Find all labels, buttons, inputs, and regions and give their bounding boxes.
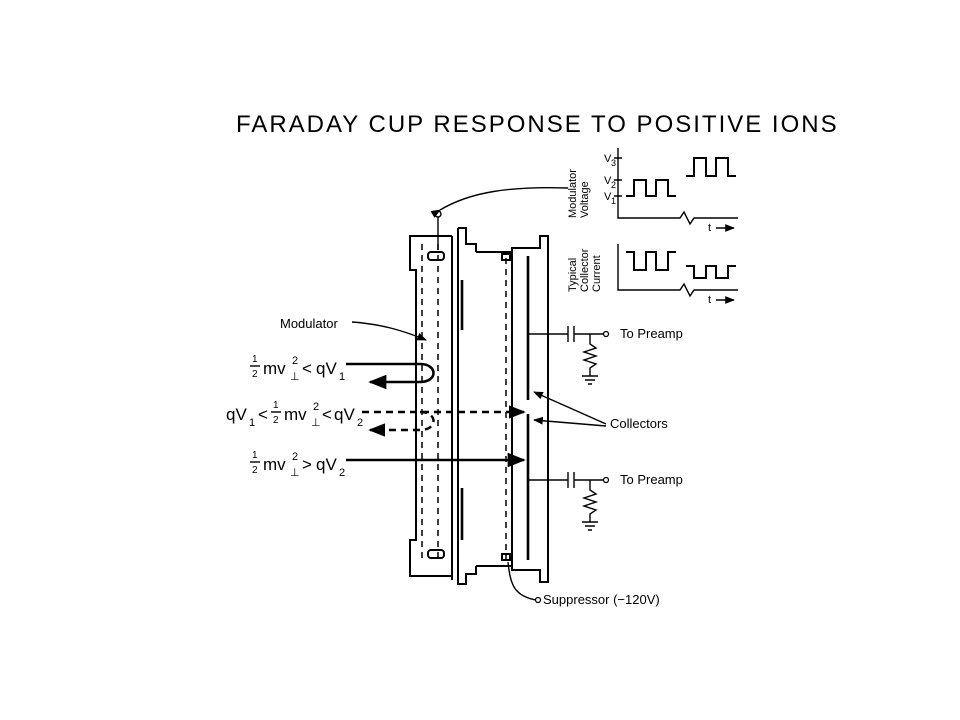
modulator-leader <box>351 321 427 341</box>
diagram-title: FARADAY CUP RESPONSE TO POSITIVE IONS <box>236 111 839 138</box>
svg-text:mv: mv <box>263 455 286 474</box>
condition-collected: 1 2 mv ⊥ 2 > qV 2 <box>250 450 345 479</box>
preamp-circuit-bottom <box>528 472 610 531</box>
suppressor-lead <box>507 561 542 604</box>
svg-text:V: V <box>604 175 612 187</box>
svg-text:mv: mv <box>263 359 286 378</box>
svg-text:2: 2 <box>339 467 345 479</box>
to-preamp-label-top: To Preamp <box>620 326 683 341</box>
preamp-circuit-top <box>528 326 610 385</box>
collectors-label: Collectors <box>610 416 668 431</box>
svg-text:Current: Current <box>591 255 603 292</box>
svg-text:>: > <box>302 455 312 474</box>
svg-text:2: 2 <box>357 417 363 429</box>
svg-text:t: t <box>708 222 711 234</box>
svg-text:1: 1 <box>273 400 279 411</box>
svg-text:2: 2 <box>611 180 616 190</box>
collectors-leader-upper <box>533 391 607 425</box>
ion-trajectory-reflected <box>346 362 435 390</box>
svg-text:V: V <box>604 153 612 165</box>
svg-text:1: 1 <box>339 371 345 383</box>
modulator-slot-bottom <box>427 549 445 559</box>
modulator-voltage-waveform: Modulator Voltage V 3 V 2 V 1 t <box>567 148 738 234</box>
svg-text:⊥: ⊥ <box>311 417 321 429</box>
modulator-slot-top <box>427 251 445 261</box>
svg-text:<: < <box>322 405 332 424</box>
svg-text:2: 2 <box>313 401 319 413</box>
condition-reflected: 1 2 mv ⊥ 2 < qV 1 <box>250 354 345 383</box>
svg-text:2: 2 <box>273 415 279 426</box>
condition-modulated: qV 1 < 1 2 mv ⊥ 2 < qV 2 <box>226 400 363 429</box>
svg-text:<: < <box>302 359 312 378</box>
svg-text:mv: mv <box>284 405 307 424</box>
svg-text:Voltage: Voltage <box>579 181 591 218</box>
ion-trajectory-modulated <box>362 405 526 437</box>
suppressor-label: Suppressor (−120V) <box>543 592 660 607</box>
svg-text:2: 2 <box>292 451 298 463</box>
svg-text:1: 1 <box>252 450 258 461</box>
svg-text:1: 1 <box>611 196 616 206</box>
svg-text:1: 1 <box>249 417 255 429</box>
svg-text:⊥: ⊥ <box>290 467 300 479</box>
svg-text:Typical: Typical <box>567 258 579 292</box>
faraday-cup-body <box>409 227 549 585</box>
collector-current-waveform: Typical Collector Current t <box>567 244 738 306</box>
svg-text:qV: qV <box>226 405 247 424</box>
svg-text:t: t <box>708 294 711 306</box>
suppressor-clip-top <box>501 253 511 261</box>
svg-text:Modulator: Modulator <box>567 169 579 218</box>
modulator-lead <box>430 186 569 250</box>
svg-text:2: 2 <box>252 369 258 380</box>
svg-text:V: V <box>604 191 612 203</box>
svg-text:2: 2 <box>252 465 258 476</box>
suppressor-clip-bottom <box>501 553 511 561</box>
svg-text:1: 1 <box>252 354 258 365</box>
to-preamp-label-bottom: To Preamp <box>620 472 683 487</box>
modulator-label: Modulator <box>280 316 338 331</box>
collectors-leader-lower <box>533 416 607 427</box>
svg-text:qV: qV <box>334 405 355 424</box>
svg-text:Collector: Collector <box>579 248 591 292</box>
svg-text:2: 2 <box>292 355 298 367</box>
svg-text:⊥: ⊥ <box>290 371 300 383</box>
svg-text:3: 3 <box>611 158 616 168</box>
svg-text:qV: qV <box>316 359 337 378</box>
svg-text:qV: qV <box>316 455 337 474</box>
svg-text:<: < <box>258 405 268 424</box>
